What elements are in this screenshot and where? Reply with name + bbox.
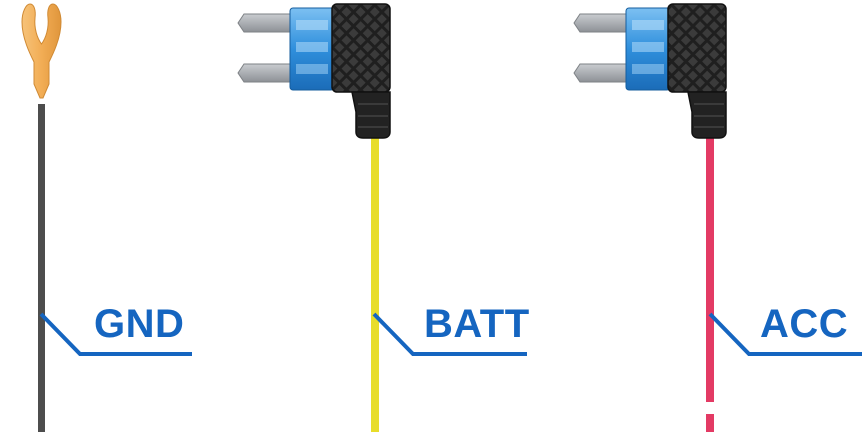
acc-leader-line <box>708 312 862 356</box>
gnd-wire-group <box>21 3 192 432</box>
gnd-leader-line <box>39 312 192 356</box>
acc-label: ACC <box>760 302 849 346</box>
gnd-wire <box>38 104 45 432</box>
batt-leader-line <box>372 312 527 356</box>
batt-wire-group <box>237 3 527 432</box>
batt-wire <box>371 136 379 432</box>
acc-wire-group <box>573 3 862 432</box>
add-a-fuse-tap-icon <box>237 3 391 139</box>
fork-terminal-icon <box>21 3 62 99</box>
batt-label: BATT <box>424 302 530 346</box>
acc-wire <box>706 136 714 432</box>
add-a-fuse-tap-icon <box>573 3 727 139</box>
gnd-label: GND <box>94 302 185 346</box>
